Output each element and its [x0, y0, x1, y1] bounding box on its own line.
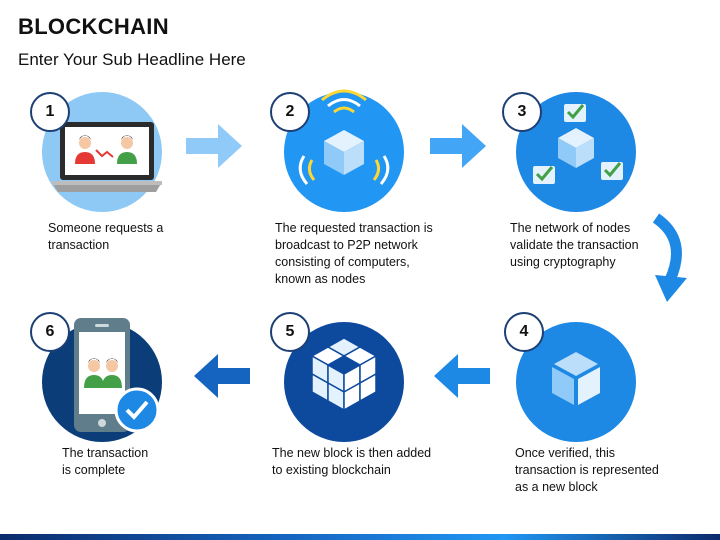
step-5-line-1: The new block is then added: [272, 446, 432, 460]
step-1-number: 1: [30, 92, 70, 132]
step-4-line-2: transaction is represented: [515, 463, 659, 477]
step-6-line-2: is complete: [62, 463, 126, 477]
arrow-right-2-icon: [430, 124, 486, 168]
step-2-number: 2: [270, 92, 310, 132]
blockchain-cubes-icon: [310, 337, 378, 412]
arrow-left-1-icon: [434, 354, 490, 398]
laptop-icon: [52, 122, 162, 192]
step-1-line-1: Someone requests a: [48, 221, 164, 235]
step-2-line-4: known as nodes: [275, 272, 366, 286]
step-3-number: 3: [502, 92, 542, 132]
arrow-curve-down-icon: [652, 213, 687, 302]
bottom-accent-bar: [0, 534, 720, 540]
step-1-description: Someone requests a transaction: [48, 220, 228, 254]
step-6-line-1: The transaction: [62, 446, 149, 460]
check-badge-top-icon: [564, 104, 586, 122]
step-1-line-2: transaction: [48, 238, 110, 252]
step-2-description: The requested transaction is broadcast t…: [275, 220, 455, 288]
step-5-line-2: to existing blockchain: [272, 463, 391, 477]
step-4-number: 4: [504, 312, 544, 352]
step-3-line-2: validate the transaction: [510, 238, 639, 252]
person-red-icon: [75, 135, 95, 164]
step-6-number: 6: [30, 312, 70, 352]
signal-waves-icon: [298, 89, 390, 185]
step-2-line-3: consisting of computers,: [275, 255, 410, 269]
broadcast-cube-icon: [324, 130, 364, 175]
transfer-arrow-icon: [95, 149, 114, 158]
check-circle-icon: [114, 387, 160, 433]
page-subtitle: Enter Your Sub Headline Here: [18, 50, 246, 69]
person-left-icon: [84, 358, 104, 388]
step-3-description: The network of nodes validate the transa…: [510, 220, 690, 271]
step-5-description: The new block is then added to existing …: [272, 445, 452, 479]
step-4-line-1: Once verified, this: [515, 446, 616, 460]
step-4-description: Once verified, this transaction is repre…: [515, 445, 695, 496]
arrow-left-2-icon: [194, 354, 250, 398]
person-green-icon: [117, 135, 137, 164]
check-badge-right-icon: [601, 162, 623, 180]
page-title: BLOCKCHAIN: [18, 14, 169, 39]
arrow-right-1-icon: [186, 124, 242, 168]
step-2-line-2: broadcast to P2P network: [275, 238, 418, 252]
step-5-number: 5: [270, 312, 310, 352]
step-3-line-1: The network of nodes: [510, 221, 631, 235]
step-4-line-3: as a new block: [515, 480, 598, 494]
step-3-line-3: using cryptography: [510, 255, 616, 269]
step-2-line-1: The requested transaction is: [275, 221, 433, 235]
validated-cube-icon: [558, 128, 594, 168]
check-badge-left-icon: [533, 166, 555, 184]
step-6-description: The transaction is complete: [62, 445, 242, 479]
person-right-icon: [102, 358, 122, 388]
new-block-icon: [552, 352, 600, 405]
